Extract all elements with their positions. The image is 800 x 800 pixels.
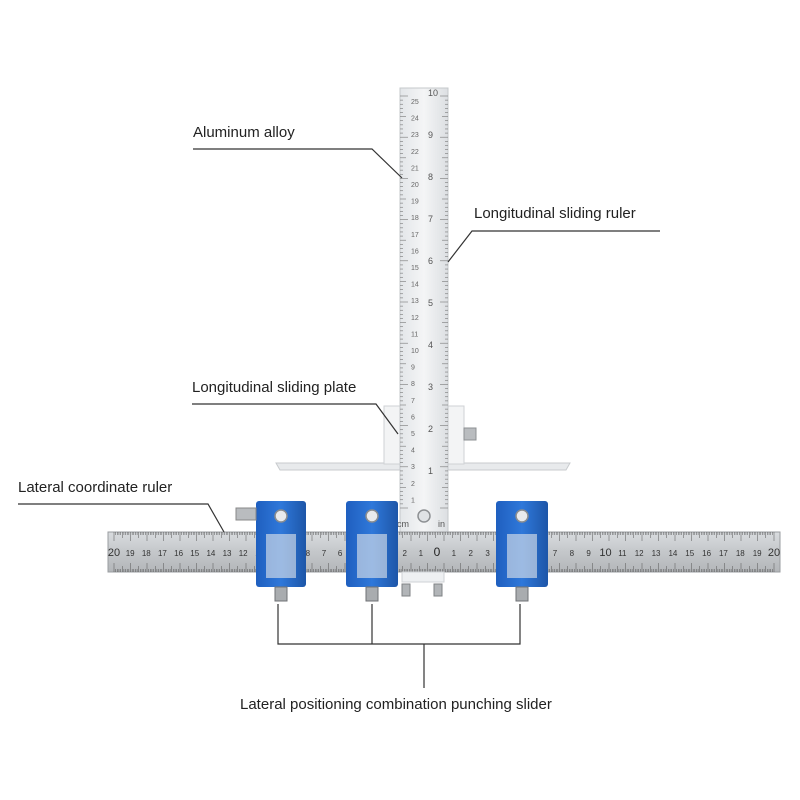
vertical-cm-number: 13 — [411, 298, 419, 305]
vertical-cm-number: 24 — [411, 116, 419, 123]
lateral-number: 9 — [586, 549, 591, 558]
vertical-cm-number: 19 — [411, 199, 419, 206]
vertical-cm-number: 9 — [411, 365, 415, 372]
lateral-number: 14 — [668, 549, 677, 558]
vertical-cm-number: 3 — [411, 464, 415, 471]
leader-sliding-plate — [192, 403, 399, 435]
vertical-cm-number: 11 — [411, 331, 418, 338]
lateral-number: 6 — [338, 549, 343, 558]
callout-lateral-coordinate-ruler: Lateral coordinate ruler — [18, 479, 173, 496]
lateral-number: 13 — [652, 549, 661, 558]
lateral-coordinate-ruler: 2019181716151413121110987654321012345678… — [107, 531, 781, 573]
callout-aluminum-alloy: Aluminum alloy — [193, 124, 295, 141]
lateral-number: 17 — [719, 549, 728, 558]
center-carriage-studs — [401, 571, 445, 597]
vertical-in-number: 2 — [428, 424, 433, 434]
leader-aluminum-alloy — [193, 148, 403, 179]
vertical-in-number: 5 — [428, 298, 433, 308]
vertical-in-number: 7 — [428, 214, 433, 224]
vertical-cm-number: 20 — [411, 182, 419, 189]
vertical-cm-number: 5 — [411, 431, 415, 438]
vertical-cm-numbers: 2524232221201918171615141312111098765432… — [411, 99, 419, 504]
vertical-cm-number: 8 — [411, 381, 415, 388]
vertical-cm-number: 21 — [411, 165, 419, 172]
punching-slider-left[interactable] — [235, 501, 306, 602]
vertical-cm-number: 2 — [411, 481, 415, 488]
callout-punching-slider: Lateral positioning combination punching… — [240, 696, 552, 713]
plate-screw-icon[interactable] — [463, 427, 477, 441]
lateral-number: 1 — [419, 549, 424, 558]
lateral-number: 12 — [635, 549, 644, 558]
vertical-cm-number: 14 — [411, 282, 419, 289]
lateral-zero: 0 — [434, 545, 441, 559]
lateral-number: 10 — [599, 547, 611, 559]
lateral-number: 2 — [468, 549, 473, 558]
vertical-cm-number: 1 — [411, 497, 415, 504]
lateral-number: 19 — [753, 549, 762, 558]
lateral-ruler-numbers: 2019181716151413121110987654321012345678… — [108, 545, 780, 559]
vertical-in-number: 1 — [428, 466, 433, 476]
ruler-hole-icon — [417, 509, 431, 523]
lateral-number: 18 — [142, 549, 151, 558]
vertical-ruler-ticks — [400, 95, 448, 509]
vertical-cm-number: 7 — [411, 398, 415, 405]
vertical-cm-number: 17 — [411, 232, 419, 239]
vertical-cm-number: 15 — [411, 265, 419, 272]
lateral-number: 17 — [158, 549, 167, 558]
lateral-number: 2 — [402, 549, 407, 558]
lateral-number: 8 — [570, 549, 575, 558]
longitudinal-sliding-ruler: 2524232221201918171615141312111098765432… — [397, 87, 449, 533]
lateral-number: 11 — [618, 549, 627, 558]
vertical-in-number: 10 — [428, 88, 438, 98]
vertical-cm-number: 4 — [411, 448, 415, 455]
vertical-cm-number: 6 — [411, 414, 415, 421]
vertical-cm-number: 18 — [411, 215, 419, 222]
vertical-in-number: 3 — [428, 382, 433, 392]
lateral-number: 8 — [306, 549, 311, 558]
lateral-number: 16 — [702, 549, 711, 558]
cm-unit-label: cm — [397, 519, 409, 529]
lateral-number: 16 — [174, 549, 183, 558]
lateral-number: 12 — [239, 549, 248, 558]
vertical-cm-number: 12 — [411, 315, 419, 322]
vertical-cm-number: 10 — [411, 348, 419, 355]
vertical-cm-number: 23 — [411, 132, 419, 139]
punching-slider-middle[interactable] — [346, 501, 398, 602]
lateral-number: 14 — [206, 549, 215, 558]
vertical-cm-number: 16 — [411, 248, 419, 255]
vertical-in-number: 4 — [428, 340, 433, 350]
lateral-number: 19 — [126, 549, 135, 558]
in-unit-label: in — [438, 519, 445, 529]
vertical-in-number: 9 — [428, 130, 433, 140]
vertical-in-numbers: 10 9 8 7 6 5 4 3 2 1 — [428, 88, 438, 476]
lateral-number: 7 — [553, 549, 558, 558]
lateral-number: 7 — [322, 549, 327, 558]
lateral-number: 20 — [108, 547, 120, 559]
lateral-number: 1 — [452, 549, 457, 558]
callout-longitudinal-sliding-ruler: Longitudinal sliding ruler — [474, 205, 636, 222]
lateral-number: 15 — [190, 549, 199, 558]
leader-longitudinal-ruler — [447, 230, 660, 263]
vertical-cm-number: 22 — [411, 149, 419, 156]
leader-slider-bracket — [277, 604, 521, 645]
callout-longitudinal-sliding-plate: Longitudinal sliding plate — [192, 379, 357, 396]
leader-lines — [18, 148, 660, 688]
vertical-in-number: 6 — [428, 256, 433, 266]
leader-lateral-ruler — [18, 503, 225, 533]
lateral-number: 15 — [685, 549, 694, 558]
lateral-number: 13 — [223, 549, 232, 558]
lateral-number: 18 — [736, 549, 745, 558]
punching-slider-right[interactable] — [496, 501, 548, 602]
lateral-number: 20 — [768, 547, 780, 559]
vertical-cm-number: 25 — [411, 99, 419, 106]
vertical-in-number: 8 — [428, 172, 433, 182]
lateral-number: 3 — [485, 549, 490, 558]
